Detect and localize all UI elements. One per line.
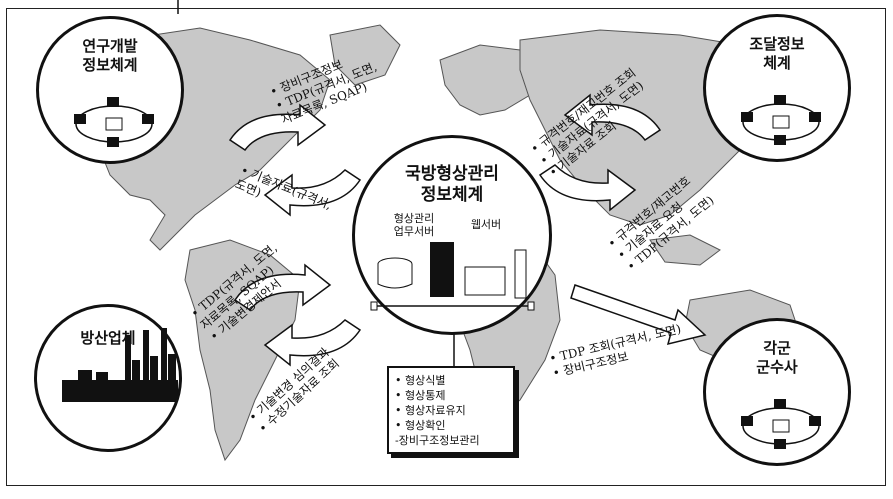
procurement-info-system-node: 조달정보 체계 — [703, 14, 851, 162]
config-server-label: 형상관리 업무서버 — [379, 212, 449, 238]
function-item: • 형상통제 — [395, 389, 446, 402]
arrow-rnd-to-center — [228, 103, 327, 152]
industry-title: 방산업체 — [37, 329, 179, 348]
server-tower-icon — [430, 242, 454, 297]
web-server-label: 웹서버 — [461, 218, 511, 231]
arrow-industry-to-center — [233, 263, 332, 312]
monitor-icon — [464, 266, 506, 296]
arrow-procurement-to-center — [563, 93, 662, 142]
arrow-center-to-industry — [263, 319, 362, 367]
procurement-title-line1: 조달정보 — [749, 35, 805, 53]
web-server-text: 웹서버 — [470, 218, 502, 231]
arrow-center-to-rnd — [263, 169, 362, 217]
arrow-center-to-military — [570, 284, 707, 346]
diagram-frame — [6, 8, 886, 486]
function-item: • 형상자료유지 — [395, 404, 466, 417]
industry-title-line1: 방산업체 — [80, 329, 136, 347]
military-title-line1: 각군 — [763, 339, 791, 357]
military-title: 각군 군수사 — [706, 339, 848, 377]
defense-config-mgmt-system-node: 국방형상관리 정보체계 형상관리 업무서버 웹서버 — [352, 135, 552, 335]
network-icon — [741, 95, 821, 145]
rnd-title-line2: 정보체계 — [82, 55, 138, 74]
config-server-line2: 업무서버 — [393, 225, 435, 238]
function-item: • 형상확인 — [395, 419, 446, 432]
center-title-line2: 정보체계 — [420, 185, 484, 206]
rnd-info-system-node: 연구개발 정보체계 — [36, 16, 184, 164]
config-server-line1: 형상관리 — [393, 212, 435, 225]
center-title: 국방형상관리 정보체계 — [355, 164, 549, 207]
military-logistics-node: 각군 군수사 — [703, 318, 851, 466]
arrow-center-to-procurement — [538, 164, 637, 212]
function-item: -장비구조정보관리 — [395, 434, 480, 447]
function-item: • 형상식별 — [395, 374, 446, 387]
military-title-line2: 군수사 — [756, 357, 798, 376]
server-icons — [370, 242, 535, 311]
network-icon — [741, 399, 821, 449]
functions-box: • 형상식별 • 형상통제 • 형상자료유지 • 형상확인 -장비구조정보관리 — [387, 366, 515, 454]
defense-industry-node: 방산업체 — [34, 304, 182, 452]
rnd-title-line1: 연구개발 — [82, 37, 138, 55]
procurement-title-line2: 체계 — [763, 53, 791, 72]
network-icon — [74, 97, 154, 147]
exchange-arrows — [228, 93, 662, 367]
procurement-title: 조달정보 체계 — [706, 35, 848, 73]
center-title-line1: 국방형상관리 — [405, 164, 499, 184]
rnd-title: 연구개발 정보체계 — [39, 37, 181, 75]
